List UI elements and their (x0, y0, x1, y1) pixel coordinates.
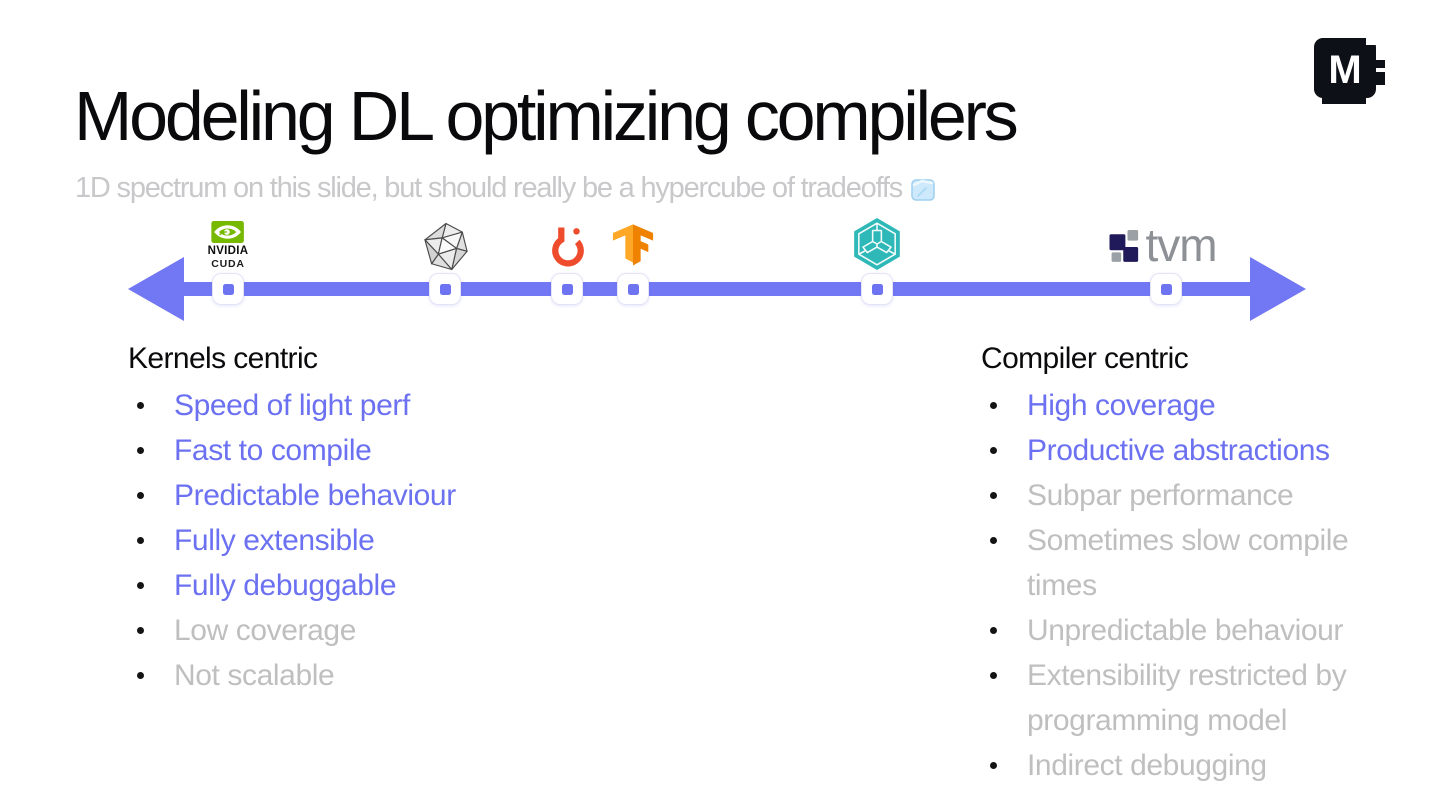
bullet-dot (990, 627, 997, 634)
bullet-dot (990, 537, 997, 544)
list-item: Not scalable (128, 653, 648, 698)
tvm-squares-icon (1109, 230, 1139, 262)
ice-cube-emoji (911, 178, 935, 201)
compiler-centric-list: High coverage Productive abstractions Su… (981, 383, 1426, 788)
kernels-centric-column: Kernels centric Speed of light perf Fast… (128, 341, 648, 698)
spectrum-marker-cuda (212, 273, 244, 305)
tvm-logo: tvm (1109, 219, 1218, 271)
tvm-wordmark: tvm (1145, 219, 1217, 271)
bullet-dot (137, 582, 144, 589)
bullet-dot (990, 672, 997, 679)
tensorflow-tf-logo (611, 221, 655, 268)
marker-square (1160, 283, 1172, 295)
list-item: Unpredictable behaviour (981, 608, 1426, 653)
modular-m-logo: M (1314, 36, 1385, 104)
bullet-dot (137, 402, 144, 409)
pytorch-flame-logo (548, 223, 586, 270)
page-title: Modeling DL optimizing compilers (74, 77, 1019, 155)
spectrum-marker-triton (429, 273, 461, 305)
cuda-label: CUDA (211, 258, 245, 270)
subtitle-text: 1D spectrum on this slide, but should re… (75, 172, 903, 204)
triton-polyhedron-icon (424, 222, 468, 271)
svg-text:M: M (1328, 48, 1361, 92)
nvidia-eye-icon (211, 221, 245, 243)
list-item: Subpar performance (981, 473, 1426, 518)
iree-hexagon-cube-logo (853, 217, 901, 271)
marker-square (439, 283, 451, 295)
slide-subtitle: 1D spectrum on this slide, but should re… (75, 172, 936, 205)
spectrum-marker-tvm (1150, 273, 1182, 305)
bullet-dot (990, 447, 997, 454)
compiler-centric-heading: Compiler centric (981, 342, 1189, 375)
bullet-dot (137, 447, 144, 454)
list-item: Fully debuggable (128, 563, 648, 608)
marker-square (222, 283, 234, 295)
marker-square (627, 283, 639, 295)
nvidia-cuda-logo: NVIDIA CUDA (208, 221, 249, 270)
nvidia-label: NVIDIA (207, 245, 249, 257)
marker-square (561, 283, 573, 295)
list-item: Speed of light perf (128, 383, 648, 428)
kernels-centric-heading: Kernels centric (128, 342, 318, 375)
bullet-dot (137, 537, 144, 544)
bullet-dot (137, 627, 144, 634)
hexagon-cube-icon (854, 218, 900, 270)
bullet-dot (990, 492, 997, 499)
list-item: Productive abstractions (981, 428, 1426, 473)
list-item: Fast to compile (128, 428, 648, 473)
pytorch-flame-icon (552, 227, 584, 267)
tensorflow-tf-icon (612, 224, 654, 266)
bullet-dot (990, 402, 997, 409)
spectrum-marker-tensorflow (617, 273, 649, 305)
triton-polyhedron-logo (423, 222, 469, 271)
bullet-dot (137, 672, 144, 679)
spectrum-marker-iree (861, 273, 893, 305)
bullet-dot (137, 492, 144, 499)
compiler-centric-column: Compiler centric High coverage Productiv… (981, 341, 1426, 788)
list-item: High coverage (981, 383, 1426, 428)
bullet-dot (990, 762, 997, 769)
marker-square (871, 283, 883, 295)
list-item: Low coverage (128, 608, 648, 653)
list-item: Fully extensible (128, 518, 648, 563)
list-item: Predictable behaviour (128, 473, 648, 518)
list-item: Indirect debugging (981, 743, 1426, 788)
spectrum-marker-pytorch (551, 273, 583, 305)
kernels-centric-list: Speed of light perf Fast to compile Pred… (128, 383, 648, 698)
